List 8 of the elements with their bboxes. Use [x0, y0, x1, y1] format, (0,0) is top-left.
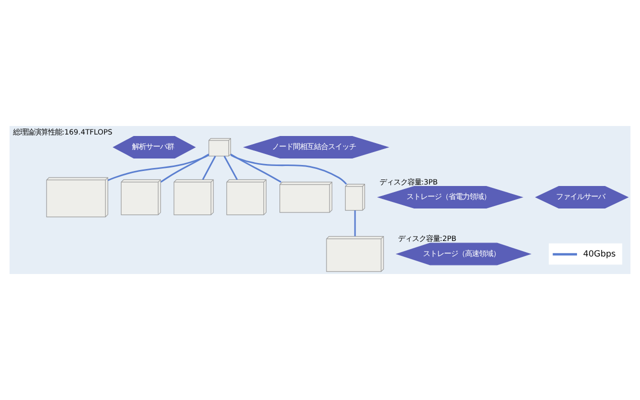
connector: [224, 156, 238, 180]
connector: [230, 154, 347, 185]
legend-label: 40Gbps: [583, 250, 616, 260]
connector: [202, 156, 216, 180]
connector: [354, 210, 356, 236]
connector: [108, 154, 210, 181]
connector: [160, 154, 210, 183]
connector: [230, 154, 282, 183]
